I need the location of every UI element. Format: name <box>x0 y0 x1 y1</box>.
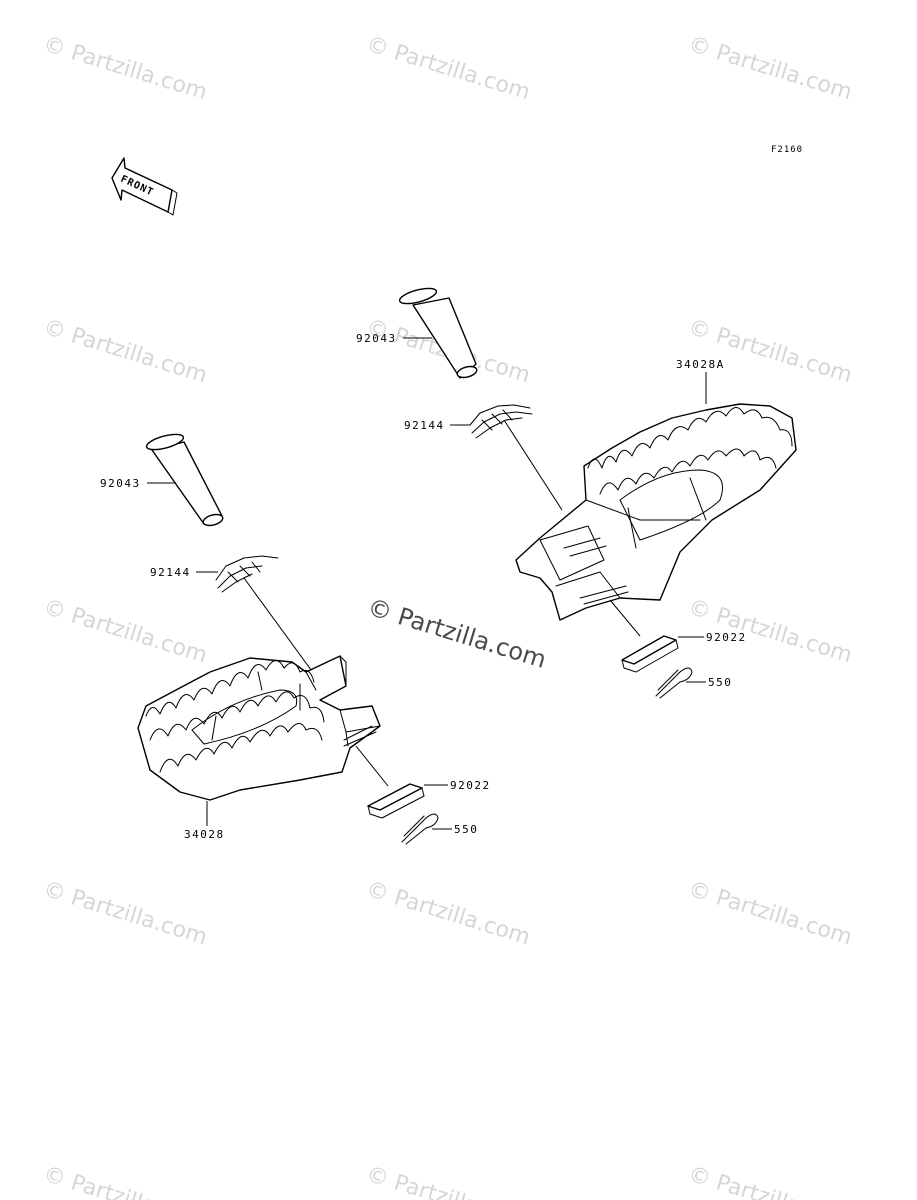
watermark: © Partzilla.com <box>685 877 855 951</box>
part-label-92022-left: 92022 <box>450 779 491 792</box>
part-label-92144-left: 92144 <box>150 566 191 579</box>
cotter-pin-right <box>655 667 693 699</box>
cotter-pin-left <box>401 813 439 845</box>
footpeg-right <box>515 403 797 621</box>
watermark: © Partzilla.com <box>685 32 855 106</box>
watermark: © Partzilla.com <box>40 877 210 951</box>
watermark: © Partzilla.com <box>40 595 210 669</box>
watermark: © Partzilla.com <box>363 1162 533 1200</box>
part-label-34028A: 34028A <box>676 358 725 371</box>
part-label-92144-right: 92144 <box>404 419 445 432</box>
part-label-92022-right: 92022 <box>706 631 747 644</box>
leader-line <box>503 419 563 511</box>
washer-left <box>367 783 425 819</box>
return-spring-right <box>469 404 533 439</box>
figure-code: F2160 <box>771 145 803 155</box>
leader-line <box>243 577 315 675</box>
watermark: © Partzilla.com <box>40 1162 210 1200</box>
watermark: © Partzilla.com <box>40 315 210 389</box>
leader-line <box>355 745 389 787</box>
part-label-34028: 34028 <box>184 828 225 841</box>
center-watermark: © Partzilla.com <box>364 593 549 674</box>
watermark: © Partzilla.com <box>685 315 855 389</box>
pivot-pin-right <box>398 287 478 379</box>
watermark: © Partzilla.com <box>685 1162 855 1200</box>
footpeg-left <box>137 655 381 801</box>
watermark: © Partzilla.com <box>40 32 210 106</box>
part-label-92043-left: 92043 <box>100 477 141 490</box>
watermark: © Partzilla.com <box>363 32 533 106</box>
part-label-550-right: 550 <box>708 676 732 689</box>
washer-right <box>621 635 679 673</box>
watermark: © Partzilla.com <box>363 877 533 951</box>
return-spring-left <box>215 555 279 593</box>
front-arrow-icon: FRONT <box>111 157 178 216</box>
leader-line <box>609 599 641 637</box>
pivot-pin-left <box>145 433 224 527</box>
part-label-550-left: 550 <box>454 823 478 836</box>
part-label-92043-right: 92043 <box>356 332 397 345</box>
